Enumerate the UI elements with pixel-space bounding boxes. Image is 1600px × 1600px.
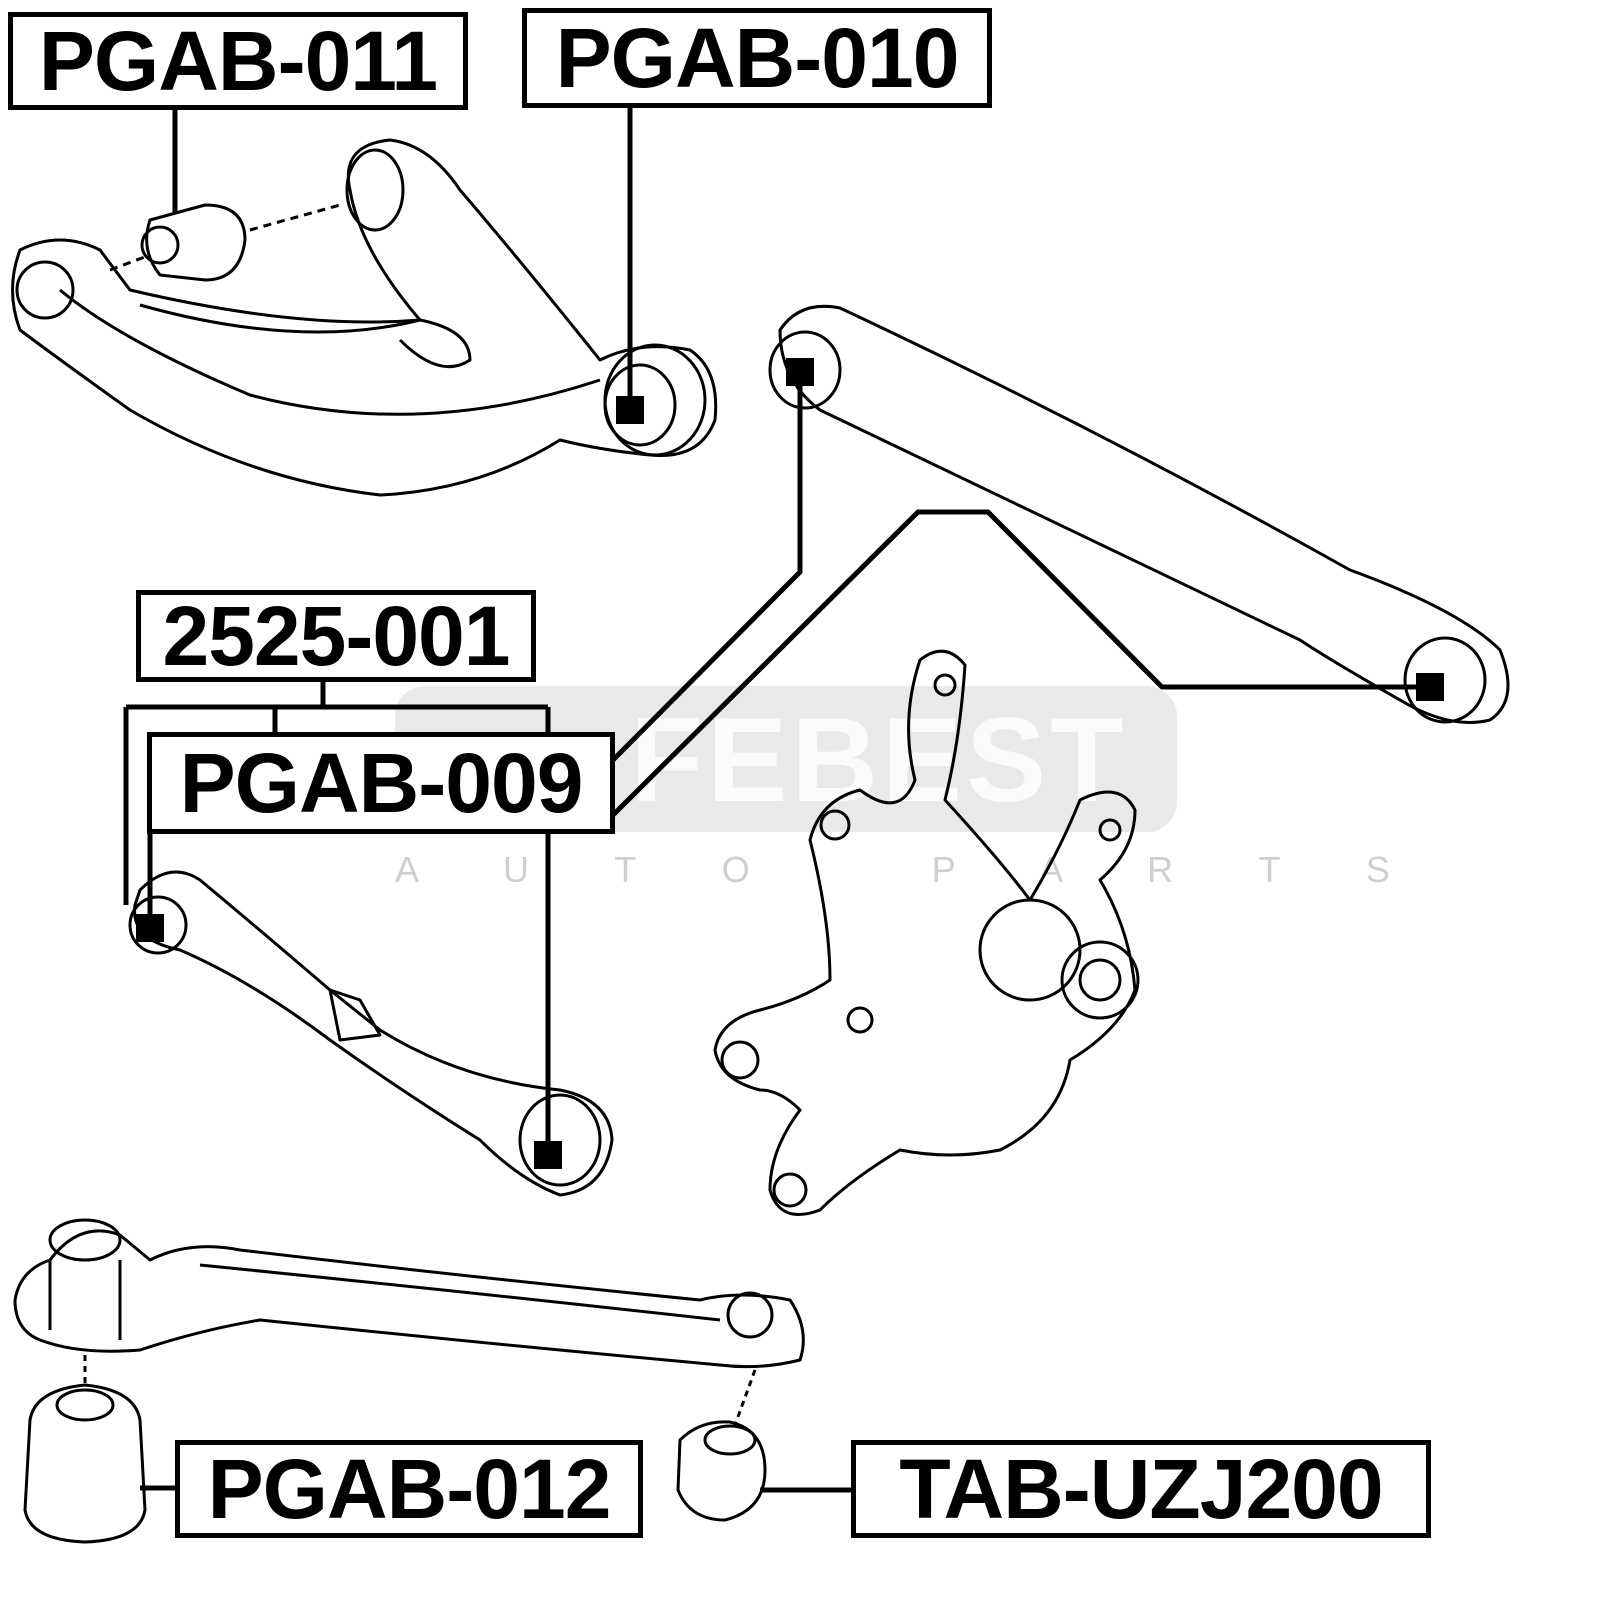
part-label-pgab-012: PGAB-012 [175,1440,643,1538]
bushing-markers [136,358,1444,1169]
knuckle [713,649,1140,1216]
part-label-pgab-011: PGAB-011 [8,12,468,110]
part-label-pgab-009: PGAB-009 [147,732,615,834]
leader-lines [123,106,1430,1493]
part-label-2525-001: 2525-001 [136,590,536,682]
toe-arm [128,870,614,1197]
part-label-pgab-010: PGAB-010 [522,8,992,108]
upper-control-arm [11,138,718,497]
lower-arm [13,1218,805,1544]
part-label-tab-uzj200: TAB-UZJ200 [851,1440,1431,1538]
watermark-tagline: A U T O P A R T S [395,849,1428,890]
lateral-arm [768,304,1510,724]
